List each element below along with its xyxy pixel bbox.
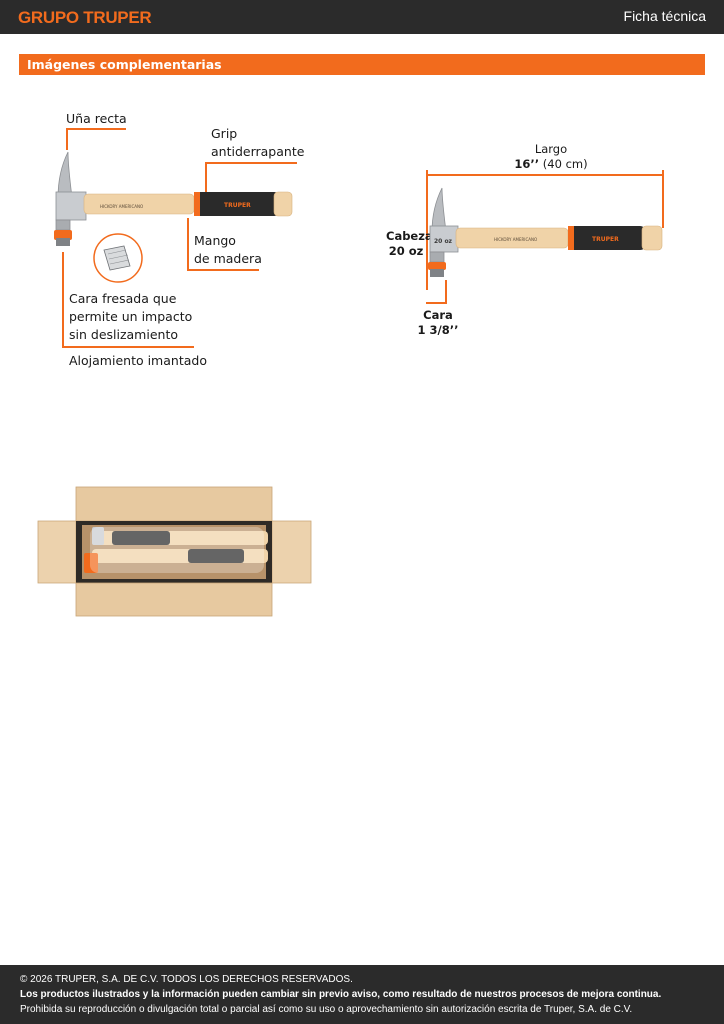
callout-claw: Uña recta — [66, 111, 127, 126]
head-marking: 20 oz — [434, 238, 453, 245]
callout-handle-line1: Mango — [194, 233, 236, 248]
callout-claw-underline — [66, 128, 126, 130]
length-dimension-line — [426, 174, 663, 176]
callout-face-line3: sin deslizamiento — [69, 327, 178, 342]
callout-face-underline — [62, 346, 194, 348]
document-type: Ficha técnica — [623, 8, 706, 24]
footer-prohibition: Prohibida su reproducción o divulgación … — [20, 1004, 633, 1015]
footer: © 2026 TRUPER, S.A. DE C.V. TODOS LOS DE… — [0, 965, 724, 1024]
face-size-value: 1 3/8’’ — [417, 323, 459, 337]
head-weight-label: Cabeza — [386, 229, 433, 243]
callout-face-leader — [62, 252, 64, 348]
packaging-box-illustration — [37, 486, 312, 617]
face-dimension-right-tick — [445, 280, 447, 304]
face-size-label: Cara — [423, 308, 453, 322]
length-cm: (40 cm) — [542, 157, 588, 171]
callout-grip-line2: antiderrapante — [211, 144, 305, 159]
callout-magnet: Alojamiento imantado — [69, 353, 207, 368]
handle-marking: HICKORY AMERICANO — [100, 204, 143, 209]
callout-grip-line1: Grip — [211, 126, 238, 141]
callout-handle-underline — [187, 269, 259, 271]
callout-grip-leader — [205, 162, 207, 192]
top-bar: GRUPO TRUPER Ficha técnica — [0, 0, 724, 34]
callout-claw-leader — [66, 128, 68, 150]
head-weight-value: 20 oz — [388, 244, 424, 258]
section-header: Imágenes complementarias — [19, 54, 705, 75]
handle-marking: HICKORY AMERICANO — [494, 237, 537, 242]
callout-face-line2: permite un impacto — [69, 309, 193, 324]
hammer-annotated-illustration: HICKORY AMERICANO TRUPER — [54, 151, 293, 246]
callout-handle-line2: de madera — [194, 251, 262, 266]
length-dimension-right-tick — [662, 170, 664, 228]
hammer-dimension-illustration: 20 oz HICKORY AMERICANO TRUPER — [428, 187, 663, 277]
callout-grip-underline — [205, 162, 297, 164]
footer-copyright: © 2026 TRUPER, S.A. DE C.V. TODOS LOS DE… — [20, 974, 353, 985]
face-detail-illustration — [93, 233, 143, 283]
face-dimension-line — [426, 302, 446, 304]
length-dimension-left-tick — [426, 170, 428, 290]
brand-logo: GRUPO TRUPER — [18, 8, 152, 27]
section-title: Imágenes complementarias — [27, 57, 222, 72]
grip-brand-marking: TRUPER — [224, 202, 251, 209]
callout-face-line1: Cara fresada que — [69, 291, 177, 306]
footer-notice: Los productos ilustrados y la informació… — [20, 989, 662, 1000]
length-inches: 16’’ — [514, 157, 540, 171]
length-value: 16’’ (40 cm) — [495, 156, 607, 172]
length-label: Largo — [534, 142, 568, 156]
grip-brand-marking: TRUPER — [592, 236, 619, 243]
callout-handle-leader — [187, 218, 189, 270]
